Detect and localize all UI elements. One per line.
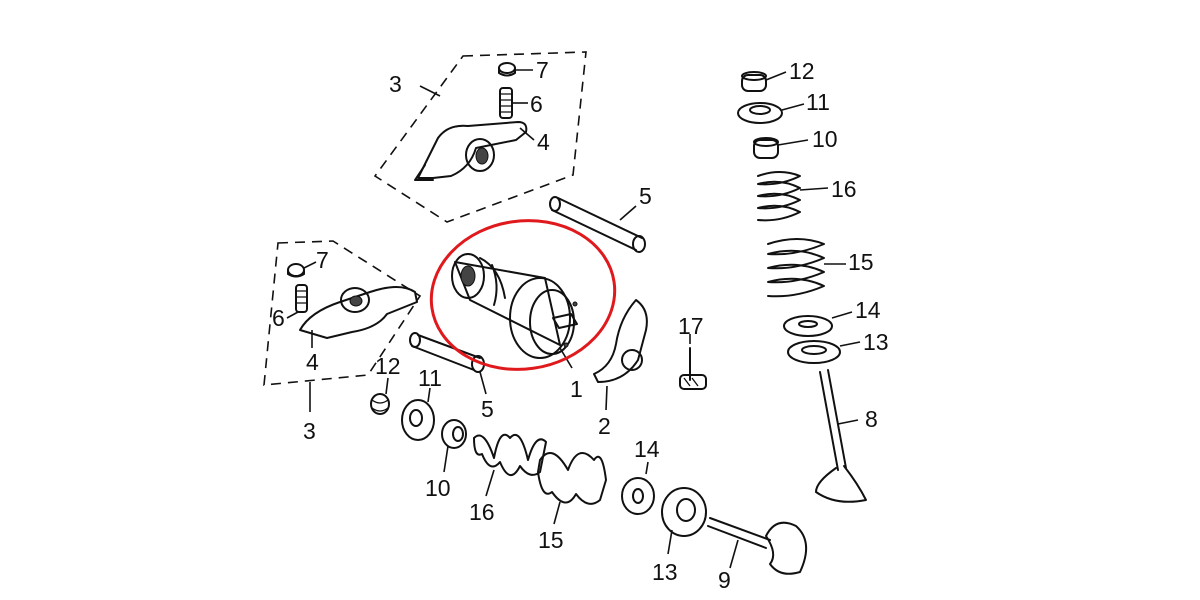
- callout-14-right: 14: [855, 297, 881, 323]
- callout-8: 8: [865, 406, 878, 432]
- rocker-shaft-icon: [549, 196, 646, 253]
- rocker-arm-group-lower: [263, 240, 422, 412]
- valve-cotter-icon: [370, 377, 390, 415]
- spring-seat-icon: [621, 461, 655, 515]
- spring-retainer-icon: [401, 387, 435, 441]
- rocker-group-lower-boundary: [263, 240, 422, 386]
- callout-2: 2: [598, 413, 611, 439]
- spring-retainer-icon: [737, 102, 805, 124]
- valve-seal-icon: [753, 137, 809, 159]
- valve-spring-icon: [757, 171, 829, 222]
- adjust-screw-icon: [295, 284, 308, 313]
- callout-16-lower: 16: [469, 499, 495, 525]
- valve-stack-lower: [370, 377, 807, 575]
- callout-12-right: 12: [789, 58, 815, 84]
- spring-washer-icon: [661, 487, 707, 555]
- callout-15-lower: 15: [538, 527, 564, 553]
- callout-11-right: 11: [806, 89, 830, 115]
- camshaft-icon: [451, 253, 578, 369]
- callout-5-lower: 5: [481, 396, 494, 422]
- callout-3-upper: 3: [389, 71, 402, 97]
- valve-stack-right: [737, 71, 867, 503]
- callout-6-upper: 6: [530, 91, 543, 117]
- callout-6-lower: 6: [272, 305, 285, 331]
- adjust-screw-icon: [499, 87, 513, 119]
- valve-seal-icon: [441, 419, 467, 473]
- adjust-nut-icon: [287, 263, 305, 278]
- rocker-group-upper-boundary: [373, 51, 587, 223]
- callout-16-right: 16: [831, 176, 857, 202]
- callout-4-lower: 4: [306, 349, 319, 375]
- callout-1: 1: [570, 376, 583, 402]
- callout-9: 9: [718, 567, 731, 593]
- valve-spring-icon: [473, 433, 547, 497]
- callout-10-lower: 10: [425, 475, 451, 501]
- spring-washer-icon: [787, 340, 861, 364]
- callout-11-lower: 11: [418, 365, 442, 391]
- callout-14-lower: 14: [634, 436, 660, 462]
- spring-seat-icon: [783, 311, 853, 337]
- callout-5-upper: 5: [639, 183, 652, 209]
- rocker-arm-icon: [299, 286, 418, 339]
- rocker-arm-group-upper: [373, 51, 587, 223]
- rocker-arm-icon: [414, 121, 528, 181]
- callout-15-right: 15: [848, 249, 874, 275]
- cam-plate-icon: [593, 299, 648, 411]
- adjust-nut-icon: [498, 62, 516, 77]
- valve-icon: [815, 369, 867, 503]
- callout-12-lower: 12: [375, 353, 401, 379]
- valve-spring-icon: [537, 451, 607, 525]
- callout-13-lower: 13: [652, 559, 678, 585]
- callout-7-upper: 7: [536, 57, 549, 83]
- bolt-icon: [679, 334, 707, 390]
- valve-cotter-icon: [741, 71, 787, 92]
- highlight-circle: [429, 219, 617, 371]
- callout-10-right: 10: [812, 126, 838, 152]
- callout-7-lower: 7: [316, 247, 329, 273]
- valve-icon: [707, 517, 807, 575]
- callout-13-right: 13: [863, 329, 889, 355]
- callout-3-lower: 3: [303, 418, 316, 444]
- callout-4-upper: 4: [537, 129, 550, 155]
- callout-17: 17: [678, 313, 704, 339]
- valve-spring-icon: [767, 238, 846, 298]
